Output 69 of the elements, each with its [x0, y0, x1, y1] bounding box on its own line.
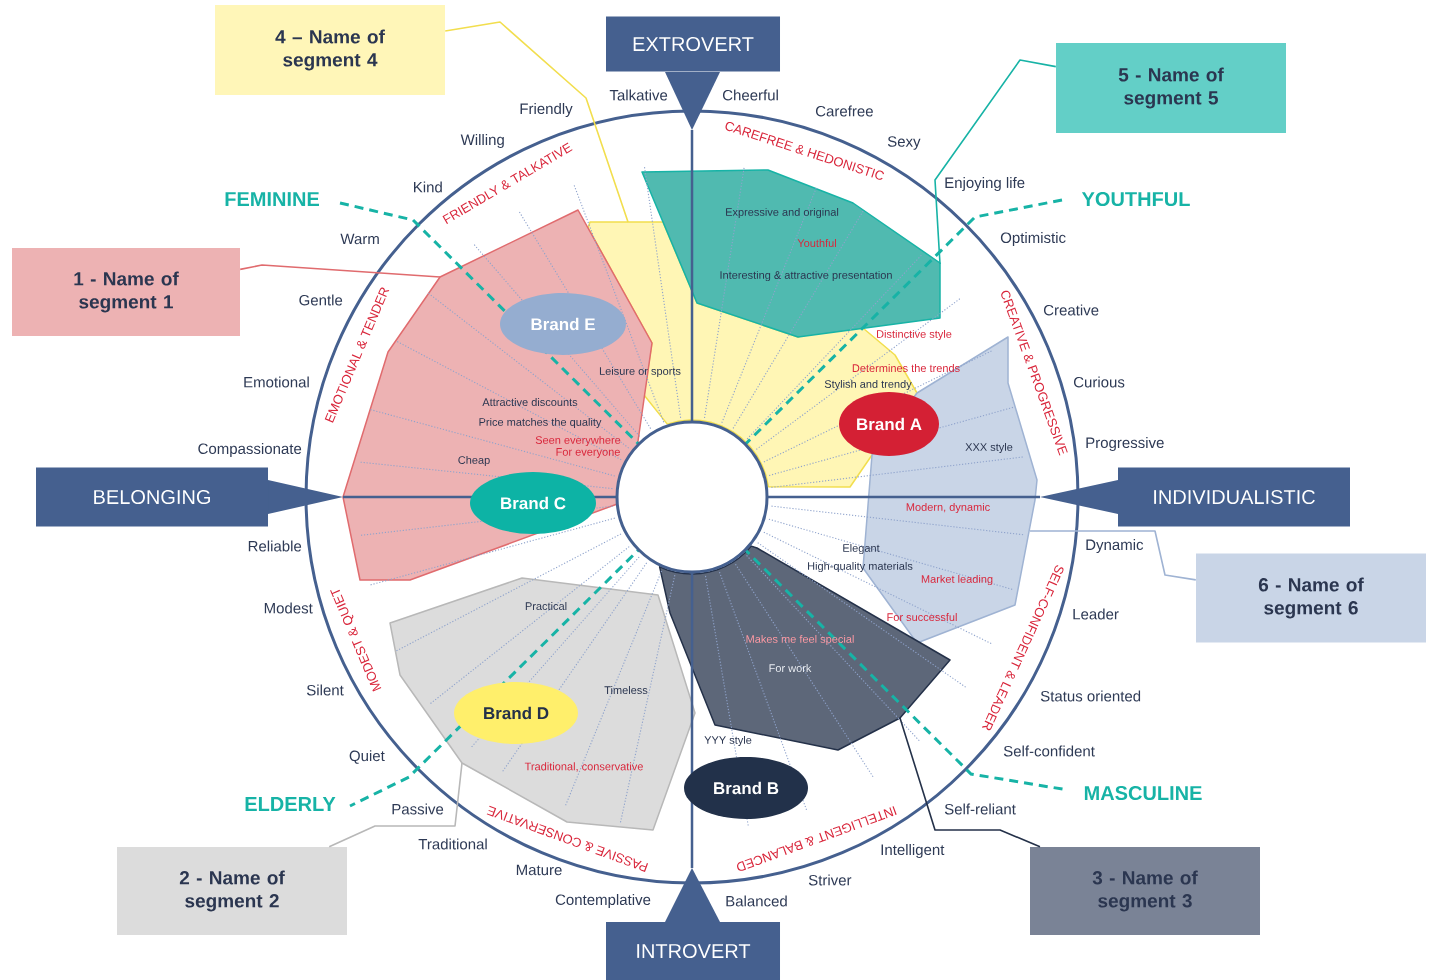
trait-word: Dynamic	[1086, 539, 1144, 553]
attribute-text: Modern, dynamic	[906, 502, 990, 514]
attribute-text: Stylish and trendy	[824, 379, 912, 391]
attribute-text: Cheap	[458, 455, 490, 467]
trait-word: Modest	[264, 602, 313, 614]
trait-word: Traditional	[418, 838, 487, 850]
trait-word: Status oriented	[1040, 690, 1141, 702]
trait-word: Carefree	[816, 105, 873, 117]
attribute-text: XXX style	[965, 442, 1013, 454]
attribute-text: For everyone	[556, 448, 620, 458]
dimension-label: ELDERLY	[245, 797, 336, 811]
trait-word: Self-reliant	[944, 803, 1016, 815]
attribute-text: High-quality materials	[808, 561, 913, 573]
trait-word: Optimistic	[1000, 232, 1066, 246]
trait-word: Enjoying life	[945, 177, 1025, 191]
leader-line	[934, 59, 1057, 265]
trait-word: Warm	[340, 233, 379, 245]
dimension-label: FEMININE	[225, 192, 319, 206]
attribute-text: Distinctive style	[877, 329, 952, 341]
attribute-text: Timeless	[604, 685, 648, 695]
attribute-text: Seen everywhere	[535, 435, 621, 447]
trait-word: Willing	[460, 134, 504, 148]
attribute-text: For successful	[887, 612, 957, 622]
attribute-text: Expressive and original	[726, 207, 839, 219]
segment-box: 1 - Name of segment 1	[12, 248, 240, 336]
trait-word: Emotional	[244, 376, 309, 388]
attribute-text: Leisure or sports	[599, 366, 681, 378]
attribute-text: Price matches the quality	[479, 417, 602, 429]
attribute-text: Youthful	[797, 238, 836, 248]
trait-word: Reliable	[248, 540, 302, 552]
segment-box: 5 - Name of segment 5	[1056, 43, 1286, 133]
axis-callout: INDIVIDUALISTIC	[1040, 467, 1350, 527]
trait-word: Compassionate	[198, 443, 302, 457]
trait-word: Friendly	[520, 103, 573, 117]
attribute-text: Practical	[525, 601, 567, 611]
trait-word: Leader	[1073, 608, 1119, 620]
attribute-text: Traditional, conservative	[524, 762, 643, 772]
trait-word: Silent	[306, 684, 344, 696]
attribute-text: Makes me feel special	[746, 634, 854, 646]
trait-word: Talkative	[609, 89, 668, 101]
trait-word: Cheerful	[723, 89, 778, 101]
attribute-text: Market leading	[921, 574, 993, 586]
trait-word: Passive	[392, 803, 444, 815]
trait-word: Striver	[808, 874, 852, 886]
trait-word: Gentle	[299, 294, 343, 306]
trait-word: Kind	[414, 181, 442, 193]
segment-box: 4 – Name of segment 4	[215, 5, 445, 95]
trait-word: Self-confident	[1003, 745, 1095, 757]
leader-line	[899, 717, 1041, 848]
attribute-text: For work	[769, 663, 812, 673]
attribute-text: Elegant	[843, 543, 880, 555]
trait-word: Quiet	[349, 750, 385, 764]
trait-word: Progressive	[1086, 437, 1164, 451]
leader-line	[444, 21, 629, 223]
trait-word: Intelligent	[881, 844, 945, 858]
attribute-text: Interesting & attractive presentation	[720, 270, 892, 282]
segment-box: 6 - Name of segment 6	[1196, 553, 1426, 643]
dimension-label: MASCULINE	[1084, 785, 1202, 801]
attribute-text: YYY style	[704, 735, 752, 747]
leader-line	[1029, 530, 1197, 581]
dimension-label: YOUTHFUL	[1081, 191, 1190, 207]
segment-box: 3 - Name of segment 3	[1030, 847, 1260, 935]
attribute-text: Determines the trends	[852, 363, 960, 373]
axis-callout: BELONGING	[36, 467, 343, 527]
trait-word: Mature	[516, 864, 562, 876]
leader-line	[328, 762, 463, 848]
trait-word: Curious	[1073, 376, 1125, 388]
segment-box: 2 - Name of segment 2	[117, 847, 347, 935]
leader-line	[239, 264, 441, 278]
